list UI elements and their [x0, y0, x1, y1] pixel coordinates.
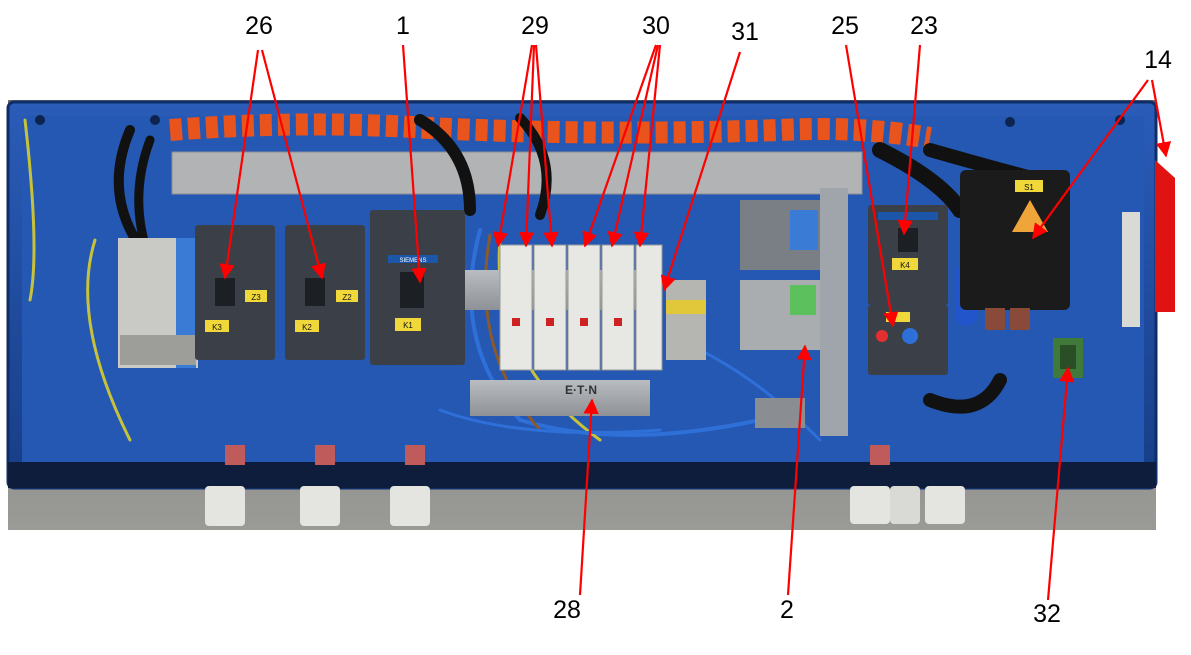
overload-relay — [868, 305, 948, 375]
contactor-k2: K2 Z2 — [285, 225, 365, 360]
callout-25: 25 — [831, 12, 859, 40]
cable-glands — [205, 445, 965, 526]
circuit-breakers — [499, 244, 663, 371]
main-switch: S1 — [960, 170, 1070, 330]
callout-31: 31 — [731, 18, 759, 46]
enclosure-bottom-lip — [8, 462, 1156, 488]
svg-text:K4: K4 — [900, 261, 910, 270]
label-plate — [1122, 212, 1140, 327]
contactor-k1: SIEMENS K1 — [370, 210, 465, 365]
control-modules — [740, 188, 848, 436]
spiral-cable-wrap — [169, 113, 932, 149]
terminal-strip — [666, 280, 706, 360]
svg-text:SIEMENS: SIEMENS — [399, 258, 426, 264]
callout-32: 32 — [1033, 600, 1061, 628]
rail-brand-marking: E·T·N — [565, 383, 597, 397]
contactor-k3: K3 Z3 — [195, 225, 275, 360]
callout-26: 26 — [245, 12, 273, 40]
callout-2: 2 — [780, 596, 794, 624]
callout-29: 29 — [521, 12, 549, 40]
callout-23: 23 — [910, 12, 938, 40]
red-tag — [1155, 160, 1175, 312]
terminal-block-left — [118, 238, 198, 368]
din-rail-lower — [470, 380, 650, 416]
cable-duct — [171, 151, 863, 195]
contactor-k4: K4 — [868, 205, 948, 305]
small-circuit-board — [1053, 338, 1083, 378]
breaker-levers — [512, 318, 622, 326]
svg-text:K1: K1 — [403, 321, 413, 330]
callout-1: 1 — [396, 12, 410, 40]
callout-14: 14 — [1144, 46, 1172, 74]
svg-text:Z3: Z3 — [251, 293, 261, 302]
svg-text:Z2: Z2 — [342, 293, 352, 302]
svg-text:S1: S1 — [1024, 183, 1034, 192]
callout-30: 30 — [642, 12, 670, 40]
svg-text:K2: K2 — [302, 323, 312, 332]
callout-28: 28 — [553, 596, 581, 624]
svg-text:K3: K3 — [212, 323, 222, 332]
